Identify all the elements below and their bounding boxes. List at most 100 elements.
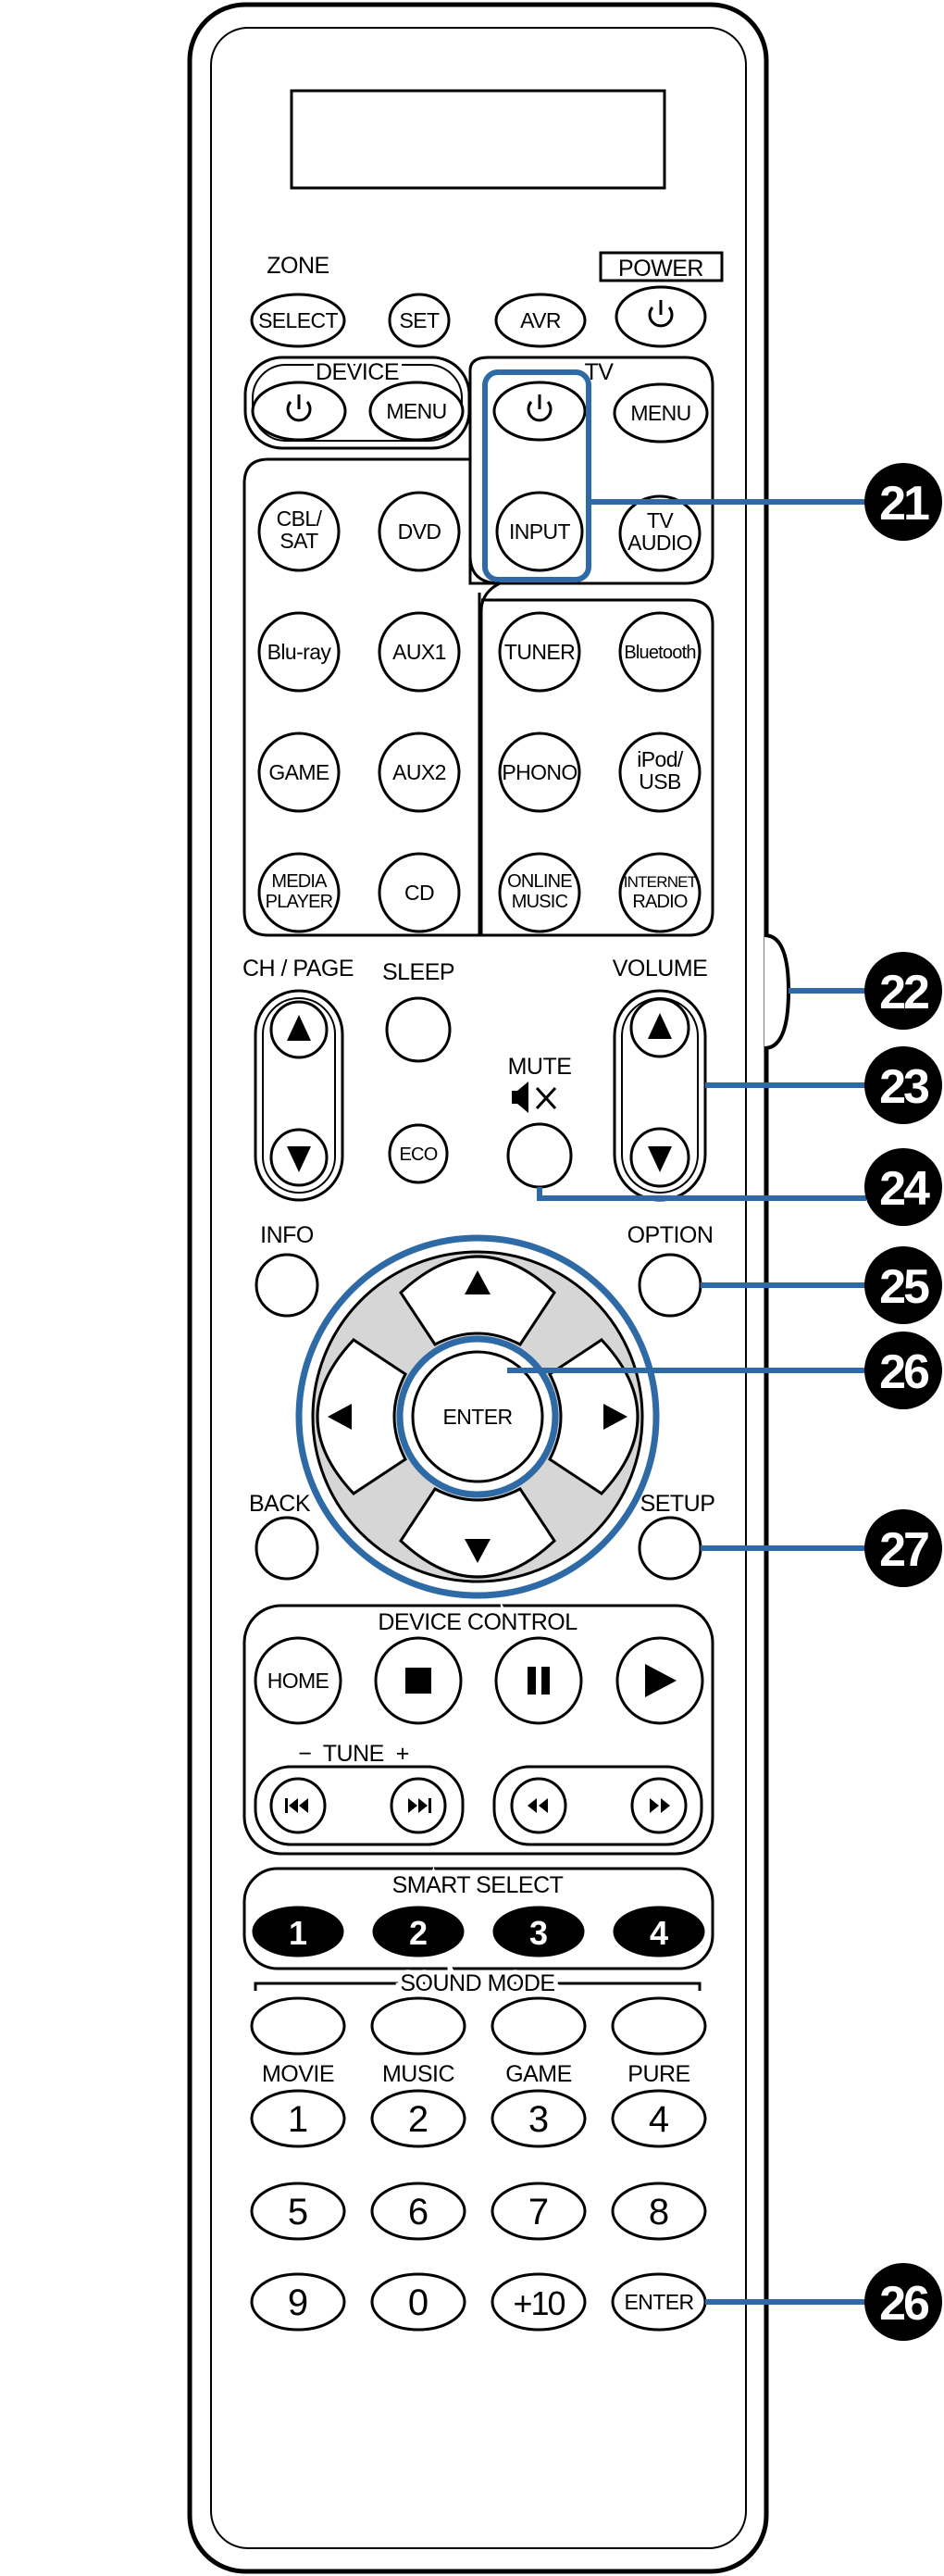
power-icon bbox=[286, 394, 312, 422]
svg-text:23: 23 bbox=[879, 1060, 929, 1114]
tune-next-button[interactable] bbox=[390, 1777, 447, 1834]
avr-button[interactable]: AVR bbox=[494, 293, 587, 348]
enter-button[interactable]: ENTER bbox=[396, 1335, 559, 1498]
callout-22-badge: 22 bbox=[864, 952, 942, 1030]
smart-select-2-button[interactable]: 2 bbox=[372, 1906, 465, 1957]
svg-text:5: 5 bbox=[288, 2192, 308, 2232]
number-3-button[interactable]: 3 bbox=[491, 2089, 587, 2148]
arrow-down-icon bbox=[465, 1539, 491, 1563]
sound-mode-pure-button[interactable] bbox=[611, 1996, 707, 2056]
dvd-button[interactable]: DVD bbox=[378, 491, 461, 572]
svg-text:3: 3 bbox=[528, 2099, 549, 2140]
callout-23-badge: 23 bbox=[864, 1046, 942, 1124]
smart-select-4-button[interactable]: 4 bbox=[613, 1906, 705, 1957]
back-button[interactable] bbox=[255, 1516, 319, 1581]
cursor-right-button[interactable] bbox=[548, 1338, 640, 1495]
svg-text:Bluetooth: Bluetooth bbox=[624, 643, 695, 663]
option-label: OPTION bbox=[627, 1222, 714, 1248]
fast-forward-button[interactable] bbox=[630, 1777, 688, 1834]
sleep-button[interactable] bbox=[385, 996, 452, 1063]
tv-power-button[interactable] bbox=[492, 381, 587, 442]
option-button[interactable] bbox=[638, 1253, 702, 1318]
bluetooth-button[interactable]: Bluetooth bbox=[618, 611, 702, 693]
svg-text:AUX2: AUX2 bbox=[392, 760, 446, 784]
tv-audio-button[interactable]: TV AUDIO bbox=[618, 494, 702, 572]
mute-button[interactable] bbox=[506, 1122, 573, 1189]
svg-text:SAT: SAT bbox=[279, 529, 318, 553]
mute-icon bbox=[512, 1082, 557, 1113]
back-label: BACK bbox=[249, 1491, 311, 1517]
number-1-button[interactable]: 1 bbox=[250, 2089, 346, 2148]
device-menu-button[interactable]: MENU bbox=[368, 381, 465, 442]
arrow-up-icon bbox=[465, 1270, 491, 1294]
ipod-usb-button[interactable]: iPod/ USB bbox=[618, 732, 702, 813]
numpad-enter-button[interactable]: ENTER bbox=[611, 2272, 707, 2332]
source-group-right bbox=[481, 598, 714, 937]
stop-icon bbox=[405, 1668, 431, 1694]
svg-text:MEDIA: MEDIA bbox=[271, 871, 328, 892]
number-2-button[interactable]: 2 bbox=[370, 2089, 466, 2148]
cbl-sat-button[interactable]: CBL/ SAT bbox=[257, 491, 341, 572]
svg-text:SELECT: SELECT bbox=[258, 308, 338, 332]
aux1-button[interactable]: AUX1 bbox=[378, 611, 461, 693]
smart-select-3-button[interactable]: 3 bbox=[492, 1906, 585, 1957]
number-8-button[interactable]: 8 bbox=[611, 2182, 707, 2241]
zone-set-button[interactable]: SET bbox=[388, 293, 451, 348]
play-button[interactable] bbox=[615, 1636, 704, 1725]
aux2-button[interactable]: AUX2 bbox=[378, 732, 461, 813]
cursor-left-button[interactable] bbox=[316, 1338, 407, 1495]
stop-button[interactable] bbox=[374, 1636, 463, 1725]
svg-text:+10: +10 bbox=[513, 2284, 565, 2322]
smart-select-1-button[interactable]: 1 bbox=[252, 1906, 344, 1957]
info-button[interactable] bbox=[255, 1253, 319, 1318]
online-music-button[interactable]: ONLINE MUSIC bbox=[498, 852, 581, 933]
power-button[interactable] bbox=[615, 285, 707, 348]
eco-button[interactable]: ECO bbox=[388, 1123, 449, 1184]
sound-mode-movie-button[interactable] bbox=[250, 1996, 346, 2056]
internet-radio-button[interactable]: INTERNET RADIO bbox=[618, 852, 702, 933]
power-label-box bbox=[599, 251, 724, 282]
media-player-button[interactable]: MEDIA PLAYER bbox=[257, 852, 341, 933]
pause-button[interactable] bbox=[494, 1636, 583, 1725]
arrow-up-icon bbox=[287, 1015, 311, 1041]
setup-button[interactable] bbox=[638, 1516, 702, 1581]
ch-page-down-button[interactable] bbox=[269, 1128, 329, 1187]
cd-button[interactable]: CD bbox=[378, 852, 461, 933]
arrow-right-icon bbox=[603, 1404, 627, 1430]
number-9-button[interactable]: 9 bbox=[250, 2272, 346, 2332]
sound-mode-game-button[interactable] bbox=[491, 1996, 587, 2056]
phono-button[interactable]: PHONO bbox=[498, 732, 581, 813]
number-7-button[interactable]: 7 bbox=[491, 2182, 587, 2241]
svg-text:MENU: MENU bbox=[386, 399, 446, 423]
cursor-down-button[interactable] bbox=[399, 1487, 556, 1579]
number-5-button[interactable]: 5 bbox=[250, 2182, 346, 2241]
svg-text:ECO: ECO bbox=[400, 1144, 438, 1165]
game-button[interactable]: GAME bbox=[257, 732, 341, 813]
number-6-button[interactable]: 6 bbox=[370, 2182, 466, 2241]
volume-down-button[interactable] bbox=[629, 1127, 690, 1188]
tune-previous-button[interactable] bbox=[269, 1777, 327, 1834]
svg-text:DVD: DVD bbox=[398, 519, 441, 544]
number-4-button[interactable]: 4 bbox=[611, 2089, 707, 2148]
setup-label: SETUP bbox=[640, 1491, 715, 1517]
rewind-button[interactable] bbox=[510, 1777, 567, 1834]
bluray-button[interactable]: Blu-ray bbox=[257, 611, 341, 693]
device-control-label: DEVICE CONTROL bbox=[378, 1609, 578, 1635]
ch-page-up-button[interactable] bbox=[269, 1000, 329, 1059]
tuner-button[interactable]: TUNER bbox=[498, 611, 581, 693]
tv-menu-button[interactable]: MENU bbox=[613, 382, 709, 444]
sound-mode-music-button[interactable] bbox=[370, 1996, 466, 2056]
volume-label: VOLUME bbox=[613, 956, 708, 982]
zone-select-button[interactable]: SELECT bbox=[250, 293, 346, 348]
device-power-button[interactable] bbox=[251, 381, 347, 442]
volume-up-button[interactable] bbox=[629, 997, 690, 1058]
tv-input-button[interactable]: INPUT bbox=[495, 491, 584, 572]
cursor-up-button[interactable] bbox=[399, 1255, 556, 1346]
callout-25-badge: 25 bbox=[864, 1246, 942, 1324]
music-label: MUSIC bbox=[382, 2061, 455, 2087]
svg-text:CBL/: CBL/ bbox=[277, 506, 323, 531]
home-button[interactable]: HOME bbox=[254, 1636, 342, 1725]
number-0-button[interactable]: 0 bbox=[370, 2272, 466, 2332]
plus-10-button[interactable]: +10 bbox=[491, 2272, 587, 2332]
